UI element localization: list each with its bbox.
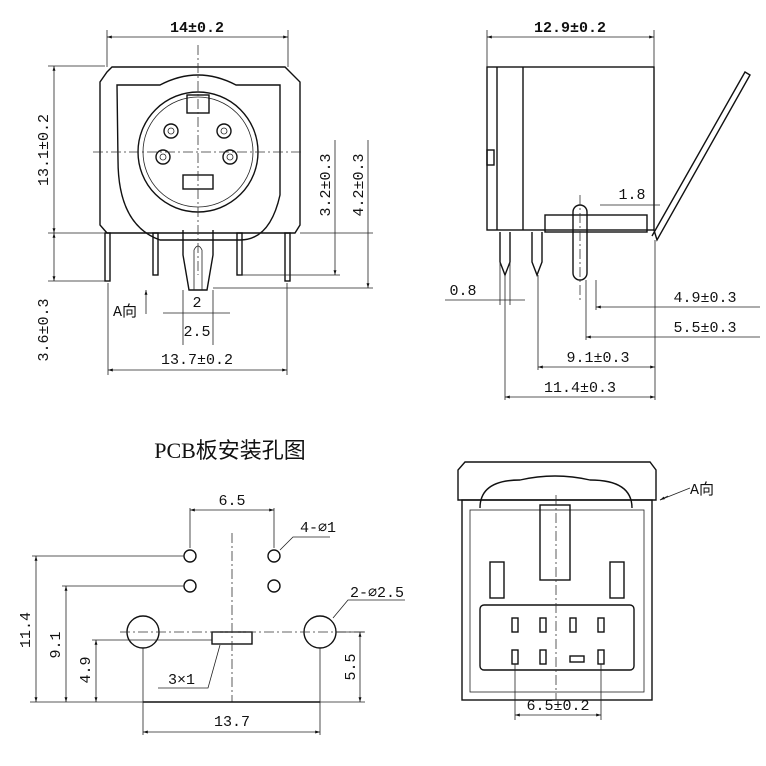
direction-a-label: A向 <box>113 303 137 321</box>
front-height-dim: 13.1±0.2 <box>36 114 53 186</box>
pin-width-dim: 2 <box>192 295 201 312</box>
large-holes-label: 2-⌀2.5 <box>350 585 404 602</box>
bottom-pitch-dim: 6.5±0.2 <box>526 698 589 715</box>
dim-1-8: 1.8 <box>618 187 645 204</box>
dim-4-9: 4.9±0.3 <box>673 290 736 307</box>
dim-11-4: 11.4±0.3 <box>544 380 616 397</box>
pcb-hole-layout: PCB板安装孔图 6.5 4-⌀1 2-⌀2.5 11.4 9.1 4.9 3×… <box>18 438 405 735</box>
hole-pitch-dim: 6.5 <box>218 493 245 510</box>
slot-label: 3×1 <box>168 672 195 689</box>
side-depth-dim: 12.9±0.2 <box>534 20 606 37</box>
dim-5-5: 5.5±0.3 <box>673 320 736 337</box>
bottom-direction-a-label: A向 <box>690 481 714 499</box>
small-holes-label: 4-⌀1 <box>300 520 336 537</box>
dim-3-2: 3.2±0.3 <box>318 153 335 216</box>
pins <box>104 230 291 291</box>
front-width-dim: 14±0.2 <box>170 20 224 37</box>
pin-length-dim: 3.6±0.3 <box>36 298 53 361</box>
pin-holes <box>155 123 238 165</box>
pcb-span-dim: 13.7 <box>214 714 250 731</box>
bottom-pins <box>511 617 605 665</box>
pin-span-dim: 13.7±0.2 <box>161 352 233 369</box>
pcb-dim-5-5: 5.5 <box>343 653 360 680</box>
dim-9-1: 9.1±0.3 <box>566 350 629 367</box>
pin-pitch-dim: 2.5 <box>183 324 210 341</box>
pcb-layout-title: PCB板安装孔图 <box>154 438 306 463</box>
dim-4-2: 4.2±0.3 <box>351 153 368 216</box>
pcb-dim-11-4: 11.4 <box>18 612 35 648</box>
side-view: 12.9±0.2 1.8 0.8 4.9±0.3 5.5±0.3 9.1±0.3… <box>445 20 760 400</box>
pcb-dim-4-9: 4.9 <box>78 656 95 683</box>
bottom-view: A向 6.5±0.2 <box>457 461 714 720</box>
dim-0-8: 0.8 <box>449 283 476 300</box>
front-view: 14±0.2 13.1±0.2 3.6±0.3 3.2±0.3 4.2±0.3 … <box>36 20 373 375</box>
pcb-dim-9-1: 9.1 <box>48 631 65 658</box>
